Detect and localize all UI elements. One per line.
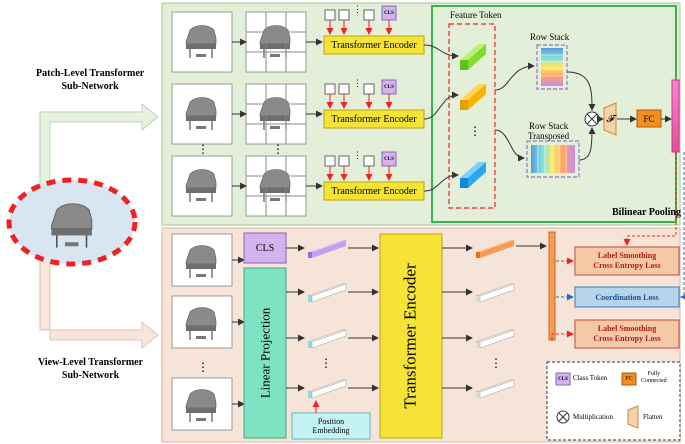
ls-loss-top-label: Label Smoothing Cross Entropy Loss <box>593 251 661 270</box>
patch-row-1 <box>171 11 323 73</box>
view-image-dots: ⋮ <box>197 360 209 374</box>
patch-row-2 <box>171 83 323 145</box>
fc-label: FC <box>643 113 655 124</box>
patch-tokens-2 <box>324 79 397 109</box>
tokens-to-transposed-arrow <box>494 129 525 162</box>
bilinear-pooling-label: Bilinear Pooling <box>612 207 681 218</box>
legend-multiplication-label: Multiplication <box>573 413 614 421</box>
patch-cls-2-label: CLS <box>384 84 394 90</box>
linear-projection-label: Linear Projection <box>257 307 273 399</box>
view-output-token-2 <box>475 283 515 303</box>
view-image-2 <box>171 295 245 349</box>
feature-token-label: Feature Token <box>450 10 502 20</box>
view-output-token-cls <box>476 240 514 258</box>
patch-encoder-1-label: Transformer Encoder <box>331 39 417 51</box>
patch-branch-arrow <box>39 102 159 191</box>
patch-output-feature-bar <box>671 79 680 153</box>
view-output-token-3 <box>475 329 515 349</box>
patch-dots-3: ⋮ <box>353 150 362 160</box>
view-output-dots: ⋮ <box>490 356 502 370</box>
ls-loss-top-box <box>574 246 680 276</box>
position-embedding-label: Position Embedding <box>312 417 350 435</box>
coordination-loss-box <box>574 286 680 308</box>
feature-token-blue <box>460 162 486 188</box>
view-transformer-encoder-box <box>379 233 443 439</box>
enc2-to-token-arrow <box>423 91 459 120</box>
view-cls-box <box>243 232 287 264</box>
view-token-dots: ⋮ <box>320 356 332 370</box>
row-stack-box <box>536 44 568 90</box>
patch-to-coord-arrow <box>680 152 685 301</box>
ls-loss-bottom-box <box>574 319 680 349</box>
view-output-feature-bar <box>548 231 556 341</box>
view-token-cls <box>308 240 346 258</box>
row-stack-transposed-matrix <box>531 145 575 173</box>
legend-fully-connected-label: Fully Connected <box>641 371 667 384</box>
legend-cls-swatch <box>555 372 571 386</box>
legend-class-token-label: Class Token <box>573 374 608 382</box>
view-encoder-label: Transformer Encoder <box>401 263 420 409</box>
view-token-4 <box>307 379 347 399</box>
flatten-icon <box>603 102 617 136</box>
row-stack-to-mult-arrow <box>566 71 596 111</box>
patch-grid-dots: ⋮ <box>272 142 284 156</box>
feature-token-box <box>448 23 496 209</box>
flatten-symbol: 𝓕 <box>606 113 614 125</box>
feature-token-green <box>460 44 486 70</box>
patch-dots-2: ⋮ <box>353 78 362 88</box>
enc1-to-token-arrow <box>423 44 459 60</box>
view-image-1 <box>171 233 245 287</box>
patch-dots-1: ⋮ <box>353 4 362 14</box>
legend-flatten-label: Flatten <box>643 413 663 421</box>
patch-cls-3-label: CLS <box>384 156 394 162</box>
linear-projection-box <box>243 267 287 439</box>
row-stack-transposed-box <box>526 140 580 178</box>
view-branch-label: View-Level Transformer Sub-Network <box>38 357 144 381</box>
view-token-2 <box>307 283 347 303</box>
view-to-ls-loss-bottom-arrow <box>551 330 574 340</box>
view-image-3 <box>171 377 245 431</box>
row-stack-transposed-grid <box>537 145 567 173</box>
view-cls-label: CLS <box>255 242 275 254</box>
feature-token-dots: ⋮ <box>469 124 481 138</box>
row-stack-matrix <box>541 48 563 86</box>
patch-encoder-2-label: Transformer Encoder <box>331 113 417 125</box>
legend-cls-label: CLS <box>558 376 568 382</box>
feature-token-orange <box>460 84 486 110</box>
view-encoder-label-wrap: Transformer Encoder <box>380 234 442 438</box>
patch-to-ls-loss-arrow <box>623 152 677 246</box>
row-stack-grid <box>541 54 563 77</box>
ls-loss-bottom-label: Label Smoothing Cross Entropy Loss <box>593 324 661 343</box>
patch-tokens-3 <box>324 151 397 181</box>
patch-encoder-3-label: Transformer Encoder <box>331 185 417 197</box>
view-branch-arrow <box>39 255 159 350</box>
enc3-to-token-arrow <box>423 171 459 192</box>
position-embedding-box <box>291 412 371 440</box>
row-stack-label: Row Stack <box>530 32 570 42</box>
coordination-loss-label: Coordination Loss <box>595 292 659 302</box>
legend-fc-swatch <box>621 372 637 386</box>
tokens-to-row-stack-arrow <box>494 62 535 91</box>
patch-branch-label: Patch-Level Transformer Sub-Network <box>36 68 145 92</box>
patch-tokens-1 <box>324 5 397 35</box>
legend-fc-label: FC <box>625 376 633 382</box>
row-stack-transposed-label: Row Stack Transposed <box>528 121 570 141</box>
view-output-token-4 <box>475 379 515 399</box>
patch-cls-1-label: CLS <box>384 10 394 16</box>
patch-image-dots: ⋮ <box>197 142 209 156</box>
linear-projection-label-wrap: Linear Projection <box>244 268 286 438</box>
view-token-3 <box>307 329 347 349</box>
patch-row-3 <box>171 155 323 217</box>
transposed-to-mult-arrow <box>578 127 596 161</box>
legend-flatten-icon <box>627 405 639 429</box>
